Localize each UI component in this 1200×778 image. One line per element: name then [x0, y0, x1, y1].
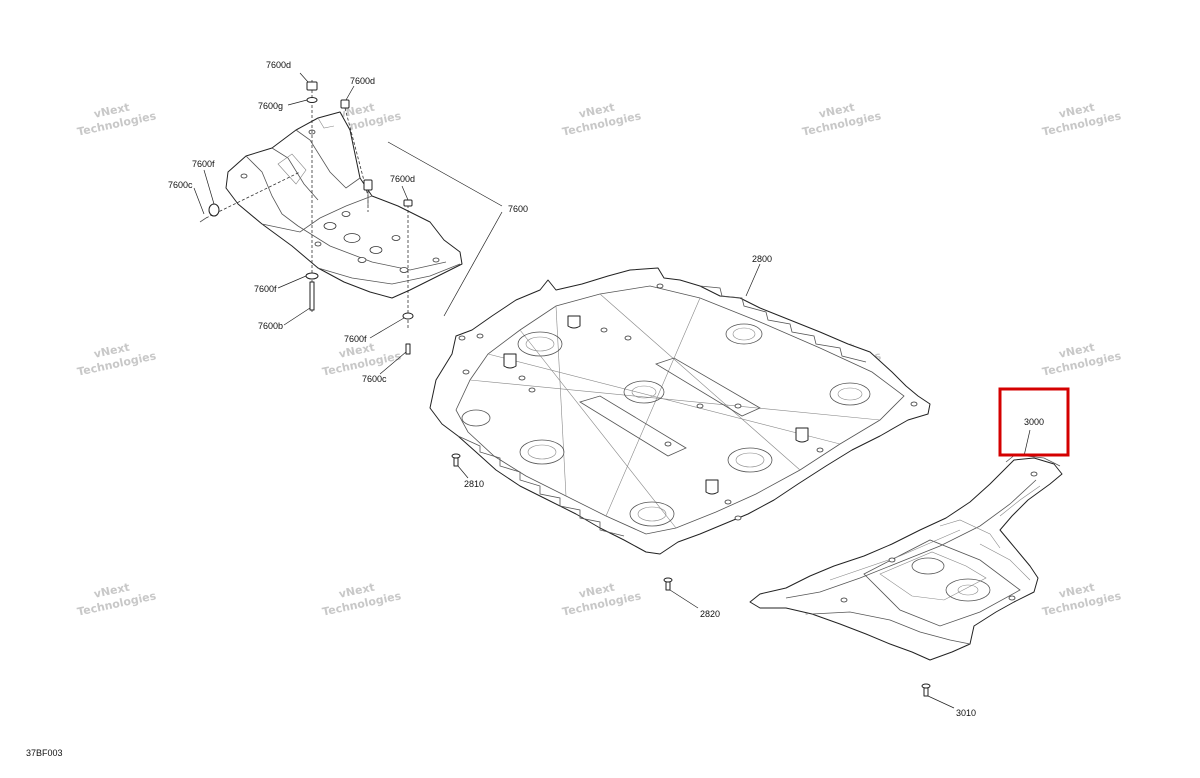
drain-pad [461, 409, 491, 427]
leader-lines-3000 [927, 429, 1031, 709]
leader-lines-2800 [457, 263, 761, 609]
callout-7600d[interactable]: 7600d [350, 76, 375, 86]
callout-3010[interactable]: 3010 [956, 708, 976, 718]
drain-pad [519, 439, 565, 465]
callout-7600c[interactable]: 7600c [362, 374, 387, 384]
callout-7600f[interactable]: 7600f [254, 284, 277, 294]
callout-2820[interactable]: 2820 [700, 609, 720, 619]
callout-7600d[interactable]: 7600d [390, 174, 415, 184]
callout-2800[interactable]: 2800 [752, 254, 772, 264]
drain-pad [629, 501, 675, 527]
leader-lines-7600 [193, 72, 503, 375]
callout-7600b[interactable]: 7600b [258, 321, 283, 331]
drain-pad [725, 323, 763, 345]
callout-7600c[interactable]: 7600c [168, 180, 193, 190]
callout-2810[interactable]: 2810 [464, 479, 484, 489]
drain-pad [727, 447, 773, 473]
highlight-box-3000 [998, 387, 1070, 457]
diagram-code: 37BF003 [26, 748, 63, 758]
part-2800-main-skid-plate[interactable] [429, 267, 931, 555]
callout-labels: 7600d 7600d 7600g 7600f 7600c 7600d 7600… [168, 60, 1044, 718]
fasteners-7600[interactable] [199, 80, 414, 355]
drain-pad [623, 380, 665, 404]
part-3000-rear-skid-plate[interactable] [749, 453, 1063, 661]
callout-7600f[interactable]: 7600f [344, 334, 367, 344]
part-7600-skid-plate[interactable] [225, 111, 463, 299]
drain-pad [517, 331, 563, 357]
callout-3000[interactable]: 3000 [1024, 417, 1044, 427]
drain-pad [829, 382, 871, 406]
fasteners-3010[interactable] [921, 683, 931, 697]
callout-7600[interactable]: 7600 [508, 204, 528, 214]
callout-7600f[interactable]: 7600f [192, 159, 215, 169]
callout-7600d[interactable]: 7600d [266, 60, 291, 70]
fasteners-2800[interactable] [451, 453, 673, 591]
callout-7600g[interactable]: 7600g [258, 101, 283, 111]
